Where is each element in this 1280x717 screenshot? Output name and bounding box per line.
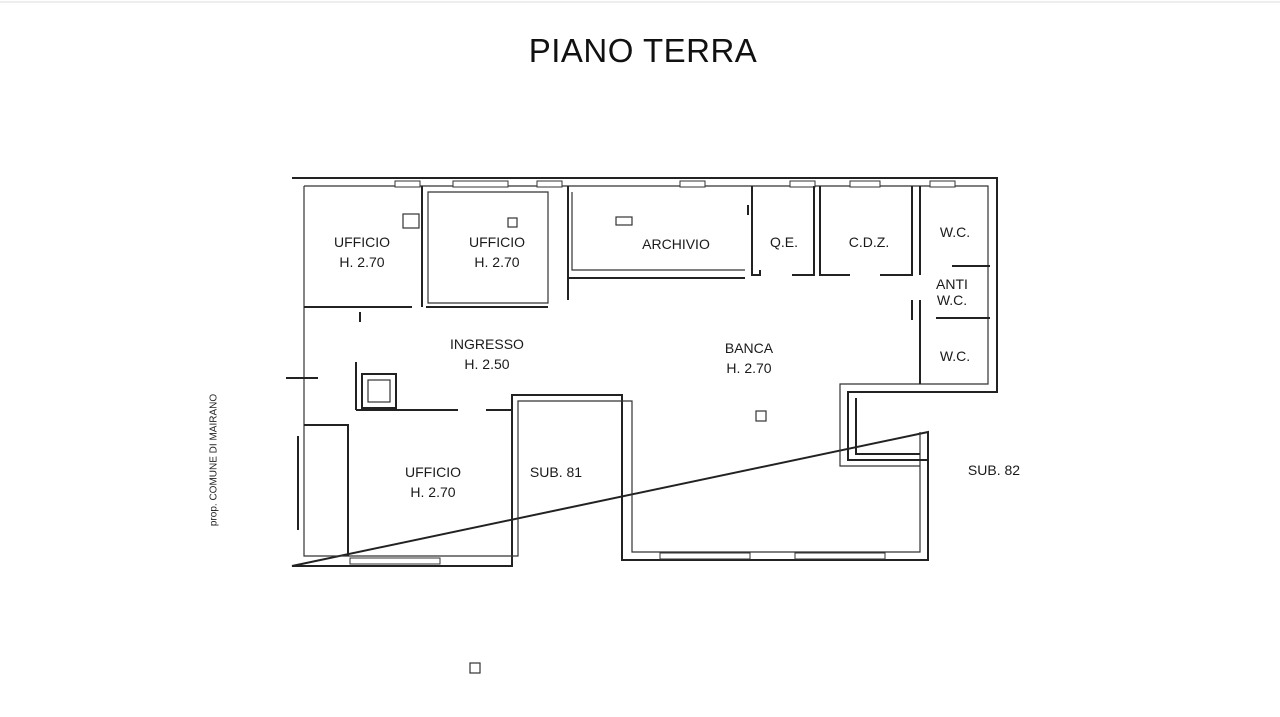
- room-qe: Q.E.: [770, 232, 798, 252]
- room-height: W.C.: [936, 292, 968, 308]
- room-ufficio-1: UFFICIO H. 2.70: [334, 232, 390, 272]
- room-banca: BANCA H. 2.70: [725, 338, 773, 378]
- room-wc-2: W.C.: [940, 346, 970, 366]
- windows-bottom: [349, 552, 886, 565]
- unit-sub-82: SUB. 82: [967, 462, 1021, 478]
- room-name: INGRESSO: [450, 336, 524, 352]
- windows-top: [394, 180, 956, 188]
- room-wc-1: W.C.: [940, 222, 970, 242]
- room-name: UFFICIO: [469, 234, 525, 250]
- room-cdz: C.D.Z.: [849, 232, 889, 252]
- room-height: H. 2.70: [410, 484, 456, 500]
- room-name: ARCHIVIO: [642, 236, 710, 252]
- room-height: H. 2.50: [464, 356, 510, 372]
- room-ufficio-3: UFFICIO H. 2.70: [405, 462, 461, 502]
- room-name: UFFICIO: [334, 234, 390, 250]
- room-name: W.C.: [939, 224, 971, 240]
- room-name: Q.E.: [769, 234, 799, 250]
- room-ingresso: INGRESSO H. 2.50: [450, 334, 524, 374]
- interior-walls: [286, 186, 990, 556]
- room-height: H. 2.70: [726, 360, 772, 376]
- room-ufficio-2: UFFICIO H. 2.70: [469, 232, 525, 272]
- plan-title: PIANO TERRA: [528, 32, 758, 69]
- unit-sub-81: SUB. 81: [529, 464, 583, 480]
- room-name: UFFICIO: [405, 464, 461, 480]
- room-height: H. 2.70: [339, 254, 385, 270]
- room-name: C.D.Z.: [848, 234, 890, 250]
- room-height: H. 2.70: [474, 254, 520, 270]
- room-name: ANTI: [936, 276, 968, 292]
- room-anti-wc: ANTI W.C.: [936, 276, 968, 308]
- room-name: W.C.: [939, 348, 971, 364]
- outer-wall: [291, 177, 998, 567]
- fixtures: [402, 213, 767, 674]
- room-name: BANCA: [724, 340, 774, 356]
- room-archivio: ARCHIVIO: [642, 234, 710, 254]
